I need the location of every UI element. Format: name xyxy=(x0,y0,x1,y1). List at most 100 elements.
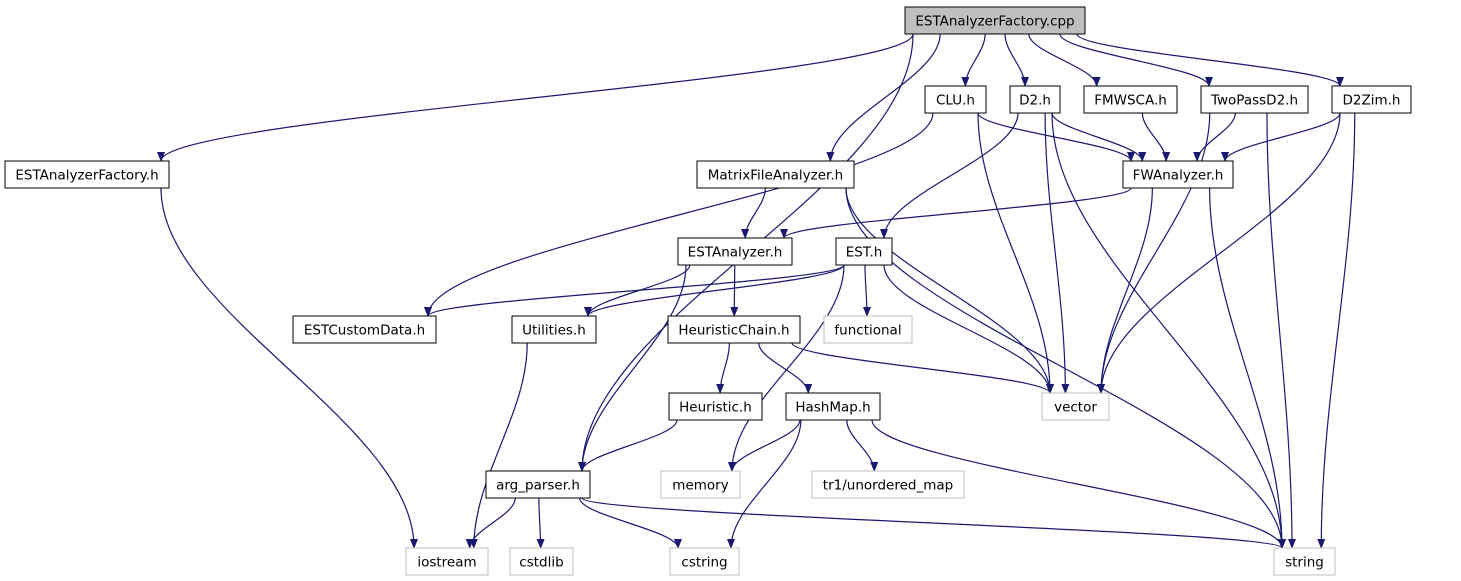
node-box-vector xyxy=(1041,392,1110,421)
node-label-heurchain: HeuristicChain.h xyxy=(678,323,789,339)
node-box-cstring xyxy=(669,547,740,576)
node-functional: functional xyxy=(823,315,913,344)
edge-d2-to-vector xyxy=(1044,112,1070,394)
edge-root-to-d2zim xyxy=(1076,33,1344,87)
edge-fwanalyzer-to-string xyxy=(1209,187,1286,549)
node-est[interactable]: EST.h xyxy=(835,237,893,266)
edge-est-to-estcustom xyxy=(424,264,845,317)
node-string: string xyxy=(1273,547,1336,576)
node-box-estfactory_h xyxy=(4,160,170,189)
edge-clu-to-estcustom xyxy=(424,112,934,317)
node-label-matrix: MatrixFileAnalyzer.h xyxy=(708,168,843,184)
edge-argparser-to-cstring xyxy=(579,497,682,549)
node-argparser[interactable]: arg_parser.h xyxy=(485,470,591,499)
node-label-d2: D2.h xyxy=(1019,93,1051,109)
edge-utilities-to-iostream xyxy=(469,342,528,549)
node-utilities[interactable]: Utilities.h xyxy=(511,315,597,344)
node-label-functional: functional xyxy=(834,323,901,339)
node-box-hashmap xyxy=(785,392,881,421)
edge-argparser-to-cstdlib xyxy=(536,497,545,549)
edge-root-to-fmwsca xyxy=(1028,33,1101,87)
edge-hashmap-to-string xyxy=(871,419,1286,549)
edge-fmwsca-to-fwanalyzer xyxy=(1141,112,1171,162)
node-iostream: iostream xyxy=(405,547,489,576)
node-label-iostream: iostream xyxy=(417,555,476,571)
node-label-unordered: tr1/unordered_map xyxy=(823,478,953,494)
node-estfactory_h[interactable]: ESTAnalyzerFactory.h xyxy=(4,160,170,189)
node-box-clu xyxy=(924,85,987,114)
node-label-argparser: arg_parser.h xyxy=(496,478,580,494)
node-box-string xyxy=(1273,547,1336,576)
edge-argparser-to-iostream xyxy=(465,497,516,549)
node-label-fmwsca: FMWSCA.h xyxy=(1094,93,1167,109)
edge-d2-to-est xyxy=(880,112,1019,239)
edge-clu-to-vector xyxy=(977,112,1054,394)
node-label-hashmap: HashMap.h xyxy=(795,400,870,416)
node-label-root: ESTAnalyzerFactory.cpp xyxy=(915,14,1074,30)
edge-est-to-memory xyxy=(728,264,845,472)
node-box-iostream xyxy=(405,547,489,576)
node-box-twopass xyxy=(1200,85,1309,114)
node-heurchain[interactable]: HeuristicChain.h xyxy=(667,315,801,344)
edge-argparser-to-string xyxy=(581,497,1286,549)
node-estanalyzer[interactable]: ESTAnalyzer.h xyxy=(677,237,793,266)
node-box-est xyxy=(835,237,893,266)
node-clu[interactable]: CLU.h xyxy=(924,85,987,114)
node-d2[interactable]: D2.h xyxy=(1009,85,1061,114)
node-cstring: cstring xyxy=(669,547,740,576)
node-root[interactable]: ESTAnalyzerFactory.cpp xyxy=(904,6,1086,35)
node-box-memory xyxy=(660,470,741,499)
node-hashmap[interactable]: HashMap.h xyxy=(785,392,881,421)
node-matrix[interactable]: MatrixFileAnalyzer.h xyxy=(696,160,855,189)
node-label-utilities: Utilities.h xyxy=(522,323,586,339)
node-heuristic[interactable]: Heuristic.h xyxy=(668,392,763,421)
edge-root-to-matrix xyxy=(826,33,941,162)
edge-estanalyzer-to-argparser xyxy=(578,264,687,472)
node-d2zim[interactable]: D2Zim.h xyxy=(1331,85,1412,114)
node-box-root xyxy=(904,6,1086,35)
node-label-twopass: TwoPassD2.h xyxy=(1210,93,1298,109)
edge-d2zim-to-vector xyxy=(1097,112,1341,394)
node-label-cstring: cstring xyxy=(681,555,727,571)
node-label-cstdlib: cstdlib xyxy=(519,555,563,571)
edge-hashmap-to-cstring xyxy=(727,419,802,549)
node-estcustom[interactable]: ESTCustomData.h xyxy=(292,315,437,344)
node-label-heuristic: Heuristic.h xyxy=(679,400,752,416)
node-box-unordered xyxy=(811,470,965,499)
node-label-fwanalyzer: FWAnalyzer.h xyxy=(1133,168,1224,184)
edge-d2zim-to-fwanalyzer xyxy=(1221,112,1341,162)
edge-matrix-to-estanalyzer xyxy=(741,187,766,239)
node-label-clu: CLU.h xyxy=(936,93,975,109)
node-box-estanalyzer xyxy=(677,237,793,266)
node-box-d2zim xyxy=(1331,85,1412,114)
node-box-functional xyxy=(823,315,913,344)
node-box-cstdlib xyxy=(509,547,574,576)
node-label-vector: vector xyxy=(1054,400,1097,416)
node-box-fmwsca xyxy=(1083,85,1178,114)
node-box-d2 xyxy=(1009,85,1061,114)
edge-est-to-vector xyxy=(883,264,1054,394)
edge-root-to-estfactory_h xyxy=(157,33,914,162)
node-label-estcustom: ESTCustomData.h xyxy=(304,323,425,339)
edge-estfactory_h-to-iostream xyxy=(160,187,418,549)
node-box-estcustom xyxy=(292,315,437,344)
edge-twopass-to-string xyxy=(1266,112,1296,549)
node-vector: vector xyxy=(1041,392,1110,421)
node-label-est: EST.h xyxy=(846,245,883,261)
edges-layer xyxy=(157,33,1356,549)
edge-matrix-to-vector xyxy=(845,187,1054,394)
edge-d2zim-to-string xyxy=(1317,112,1356,549)
node-label-estanalyzer: ESTAnalyzer.h xyxy=(688,245,783,261)
node-cstdlib: cstdlib xyxy=(509,547,574,576)
node-twopass[interactable]: TwoPassD2.h xyxy=(1200,85,1309,114)
node-unordered: tr1/unordered_map xyxy=(811,470,965,499)
node-fwanalyzer[interactable]: FWAnalyzer.h xyxy=(1122,160,1234,189)
edge-root-to-clu xyxy=(961,33,986,87)
node-label-d2zim: D2Zim.h xyxy=(1343,93,1401,109)
node-box-utilities xyxy=(511,315,597,344)
edge-hashmap-to-unordered xyxy=(846,419,879,472)
edge-est-to-functional xyxy=(862,264,871,317)
edge-estanalyzer-to-heurchain xyxy=(730,264,739,317)
node-fmwsca[interactable]: FMWSCA.h xyxy=(1083,85,1178,114)
